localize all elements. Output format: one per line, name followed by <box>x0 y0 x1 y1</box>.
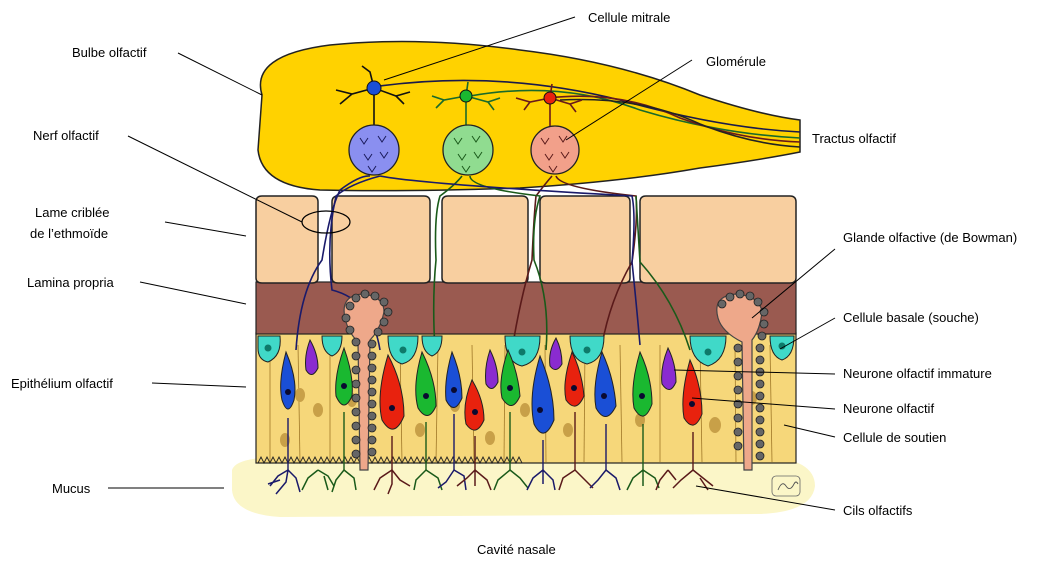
label-neurone-immature: Neurone olfactif immature <box>843 366 992 381</box>
label-lamina-propria: Lamina propria <box>27 275 114 290</box>
label-bulbe-olfactif: Bulbe olfactif <box>72 45 147 60</box>
label-mucus: Mucus <box>52 481 91 496</box>
label-lame-criblee-line1: Lame criblée <box>35 205 109 220</box>
label-cavite-nasale: Cavité nasale <box>477 542 556 557</box>
label-cellule-mitrale: Cellule mitrale <box>588 10 670 25</box>
lamina-propria-layer <box>256 282 796 334</box>
label-cellule-soutien: Cellule de soutien <box>843 430 946 445</box>
mucus-layer <box>232 456 815 517</box>
label-cellule-basale: Cellule basale (souche) <box>843 310 979 325</box>
label-cils-olfactifs: Cils olfactifs <box>843 503 913 518</box>
cribriform-plate <box>256 196 796 283</box>
label-nerf-olfactif: Nerf olfactif <box>33 128 99 143</box>
label-epithelium-olfactif: Epithélium olfactif <box>11 376 113 391</box>
label-neurone-olfactif: Neurone olfactif <box>843 401 934 416</box>
glomeruli <box>349 125 579 175</box>
label-tractus-olfactif: Tractus olfactif <box>812 131 896 146</box>
label-lame-criblee-line2: de l’ethmoïde <box>30 226 108 241</box>
label-glande-olfactive: Glande olfactive (de Bowman) <box>843 230 1017 245</box>
label-glomerule: Glomérule <box>706 54 766 69</box>
